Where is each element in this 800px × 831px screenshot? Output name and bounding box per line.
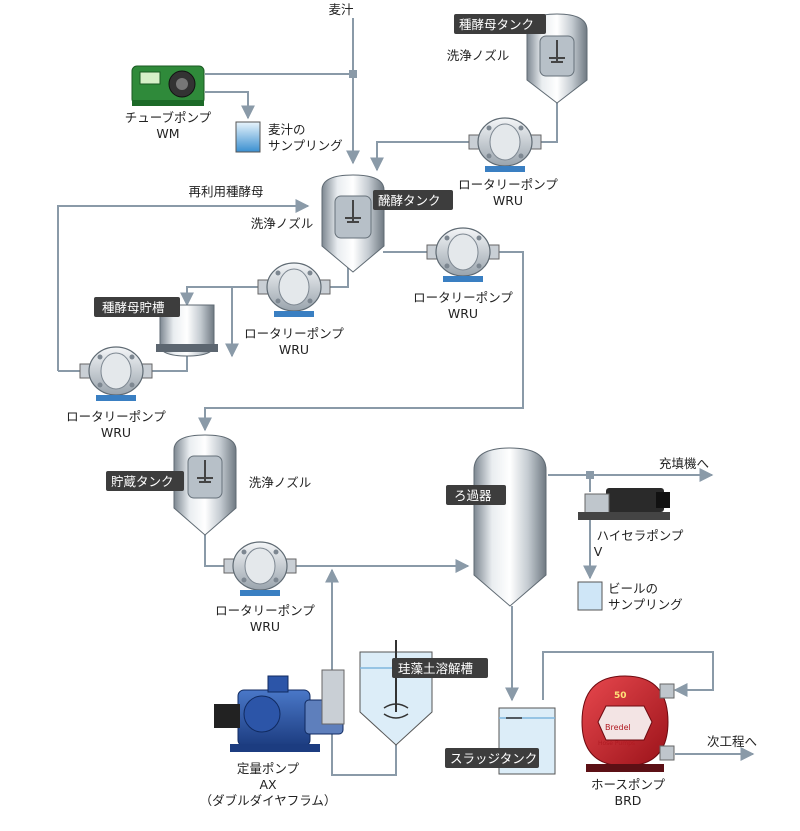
label-tube-pump-name: チューブポンプ: [125, 110, 212, 125]
label-metering-pump-model: AX: [259, 777, 277, 792]
wort-sampling-cup: [235, 121, 261, 153]
tag-seed-yeast-tank: 種酵母タンク: [454, 14, 546, 34]
junction-wort: [349, 70, 357, 78]
label-tube-pump-model: WM: [156, 126, 179, 141]
rotary-pump-4[interactable]: [426, 227, 500, 282]
fermentation-tank: [321, 174, 385, 273]
label-rotary-pump-5-name: ロータリーポンプ: [215, 603, 315, 618]
svg-text:スラッジタンク: スラッジタンク: [450, 751, 537, 766]
pipe-pump1-to-ferm: [370, 141, 469, 172]
label-reuse-yeast: 再利用種酵母: [188, 184, 263, 199]
svg-text:種酵母タンク: 種酵母タンク: [459, 17, 534, 32]
pipe-seed-tank-to-pump1: [541, 103, 558, 143]
seed-yeast-tank: [526, 13, 588, 104]
svg-text:醗酵タンク: 醗酵タンク: [378, 193, 441, 208]
metering-pump[interactable]: [214, 669, 345, 752]
label-rotary-pump-1-model: WRU: [493, 193, 523, 208]
label-hose-pump-name: ホースポンプ: [591, 777, 666, 792]
label-rotary-pump-4-model: WRU: [448, 306, 478, 321]
label-metering-pump-type: （ダブルダイヤフラム）: [200, 793, 337, 808]
svg-text:貯蔵タンク: 貯蔵タンク: [111, 474, 174, 489]
label-metering-pump-name: 定量ポンプ: [237, 761, 300, 776]
label-next-process: 次工程へ: [707, 734, 757, 749]
tag-yeast-storage-tank: 種酵母貯槽: [94, 297, 180, 317]
rotary-pump-5[interactable]: [223, 541, 297, 596]
label-rotary-pump-2-name: ロータリーポンプ: [244, 326, 344, 341]
label-wash-nozzle-1: 洗浄ノズル: [447, 48, 510, 63]
label-wash-nozzle-3: 洗浄ノズル: [249, 475, 312, 490]
pipe-storage-to-pump3: [148, 356, 188, 372]
label-hisera-pump-name: ハイセラポンプ: [597, 528, 684, 543]
beer-sampling-cup: [577, 581, 603, 611]
tag-fermentation-tank: 醗酵タンク: [373, 190, 453, 210]
pipe-storage-to-pump5: [204, 535, 228, 567]
svg-text:種酵母貯槽: 種酵母貯槽: [102, 300, 165, 315]
tag-diatomite-tank: 珪藻土溶解槽: [392, 658, 488, 678]
pipe-pump2-to-yeast-storage: [180, 286, 262, 307]
label-wort: 麦汁: [328, 2, 354, 17]
label-beer-sampling-1: ビールの: [608, 581, 658, 596]
tag-storage-tank: 貯蔵タンク: [106, 471, 184, 491]
pipe-tube-pump-sampling: [205, 91, 255, 120]
tag-filter: ろ過器: [446, 485, 506, 505]
hose-pump-brand: Bredel: [605, 723, 631, 732]
pipe-ferm-to-pump2: [327, 263, 349, 288]
label-hose-pump-model: BRD: [615, 793, 642, 808]
svg-text:ろ過器: ろ過器: [454, 488, 492, 503]
label-rotary-pump-4-name: ロータリーポンプ: [413, 290, 513, 305]
tag-sludge-tank: スラッジタンク: [445, 748, 539, 768]
pipe-sludge-to-hose: [542, 651, 714, 700]
svg-text:珪藻土溶解槽: 珪藻土溶解槽: [398, 661, 473, 676]
label-rotary-pump-5-model: WRU: [250, 619, 280, 634]
hose-pump-sub: Hose Pumps: [598, 740, 635, 747]
yeast-storage-tank-vessel: [156, 304, 218, 357]
storage-tank: [173, 434, 237, 536]
pipe-pump4-to-storage: [198, 251, 524, 432]
label-rotary-pump-3-name: ロータリーポンプ: [66, 409, 166, 424]
hose-pump-number: 50: [614, 691, 627, 701]
filter-vessel: [473, 447, 547, 607]
label-beer-sampling-2: サンプリング: [608, 597, 683, 612]
label-filler: 充填機へ: [659, 456, 709, 471]
label-rotary-pump-3-model: WRU: [101, 425, 131, 440]
rotary-pump-1[interactable]: [468, 117, 542, 172]
tube-pump[interactable]: [131, 65, 205, 106]
hisera-pump[interactable]: [578, 488, 670, 520]
label-rotary-pump-1-name: ロータリーポンプ: [458, 177, 558, 192]
diatomite-tank-vessel: [359, 640, 433, 746]
junction-filler: [586, 471, 594, 479]
pipe-reuse-yeast: [57, 199, 310, 371]
rotary-pump-3[interactable]: [79, 346, 153, 401]
label-hisera-pump-model: V: [594, 544, 603, 559]
hose-pump[interactable]: 50 Bredel Hose Pumps: [581, 675, 675, 772]
label-wash-nozzle-2: 洗浄ノズル: [251, 216, 314, 231]
label-wort-sampling-2: サンプリング: [268, 138, 343, 153]
label-rotary-pump-2-model: WRU: [279, 342, 309, 357]
rotary-pump-2[interactable]: [257, 262, 331, 317]
label-wort-sampling-1: 麦汁の: [268, 122, 306, 137]
